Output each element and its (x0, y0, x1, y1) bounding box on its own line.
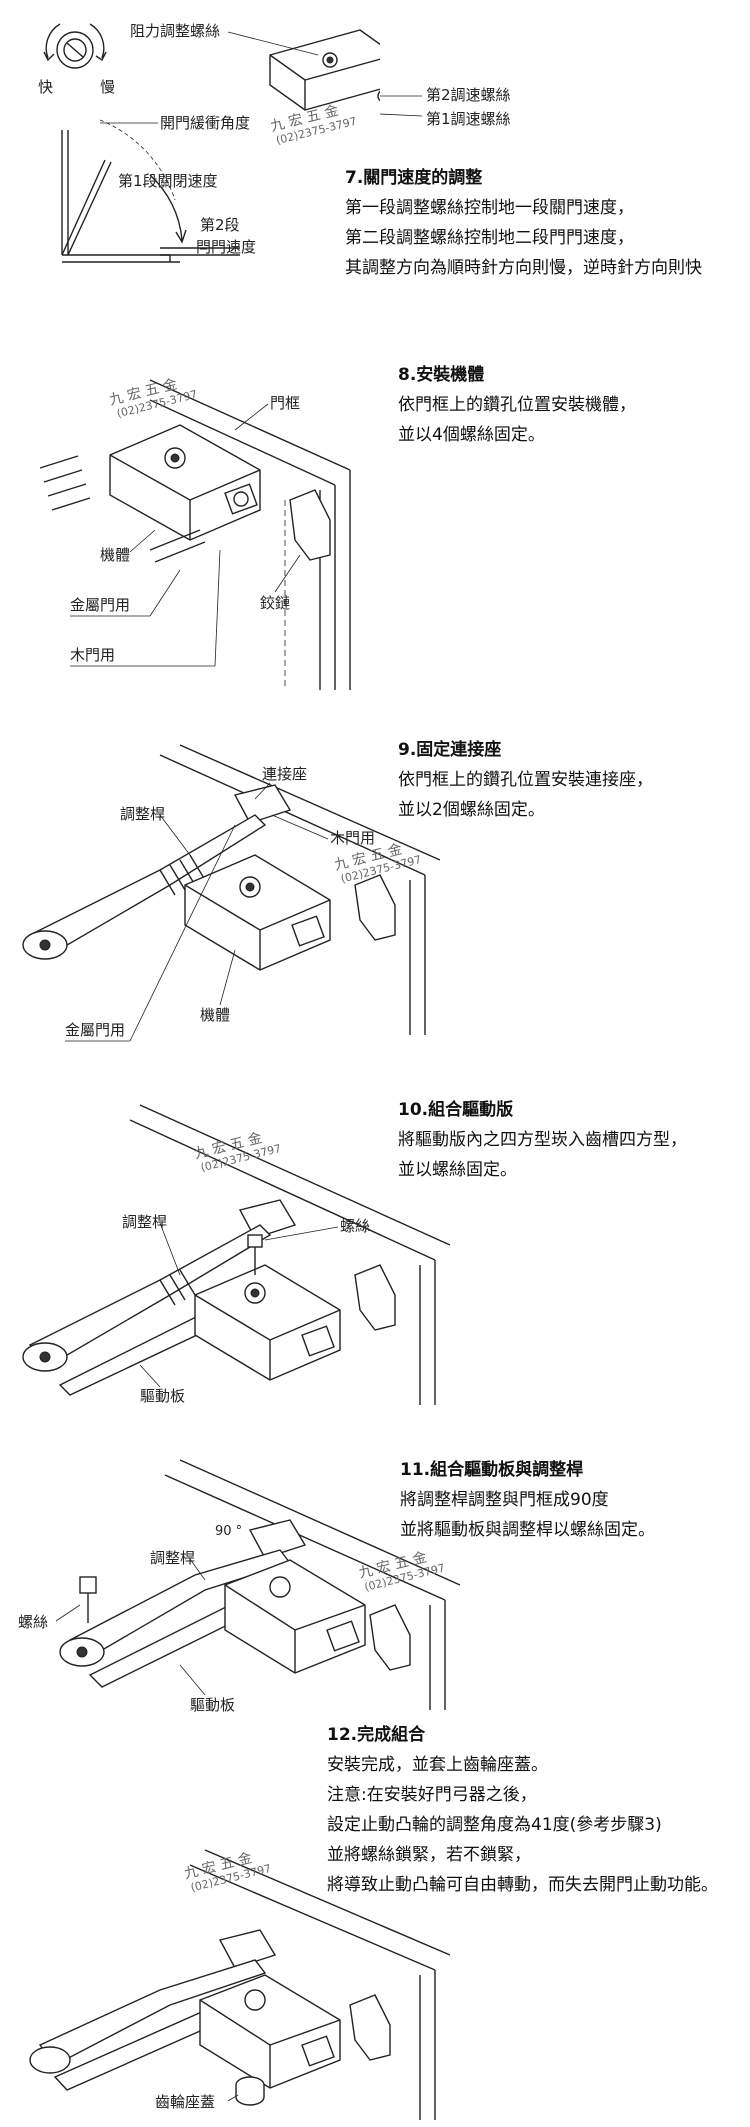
hinge-drawing (369, 1604, 411, 1671)
watermark: 九 宏 五 金 (02)2375-3797 (357, 1549, 446, 1593)
angle-label: 90 ° (215, 1524, 242, 1539)
closer-body-drawing (109, 424, 261, 541)
hinge-drawing (354, 1264, 396, 1331)
screw-label: 螺絲 (18, 1613, 48, 1631)
step-12-text: 12.完成組合 安裝完成，並套上齒輪座蓋。 注意:在安裝好門弓器之後， 設定止動… (327, 1720, 742, 1900)
bracket-drawing (218, 1929, 277, 1969)
hinge-drawing (289, 489, 331, 561)
step-12-line-5: 將導致止動凸輪可自由轉動，而失去開門止動功能。 (327, 1875, 718, 1895)
step-9-text: 9.固定連接座 依門框上的鑽孔位置安裝連接座， 並以2個螺絲固定。 (398, 735, 728, 825)
step-7-line-1: 第一段調整螺絲控制地一段關門速度， (345, 198, 634, 218)
drive-plate-label: 驅動板 (140, 1387, 185, 1405)
buffer-angle-label: 開門緩衝角度 (160, 114, 250, 132)
step-10-line-2: 並以螺絲固定。 (398, 1160, 517, 1180)
stage1-speed-label: 第1段關閉速度 (118, 172, 218, 190)
step-12-line-1: 安裝完成，並套上齒輪座蓋。 (327, 1755, 548, 1775)
step-10-title: 10.組合驅動版 (398, 1100, 514, 1120)
step-9-line-1: 依門框上的鑽孔位置安裝連接座， (398, 770, 653, 790)
step-10-illustration: 調整桿 螺絲 驅動板 九 宏 五 金 (02)2375-3797 (10, 1095, 450, 1415)
step-10-text: 10.組合驅動版 將驅動版內之四方型崁入齒槽四方型， 並以螺絲固定。 (398, 1095, 738, 1185)
door-closer-body-drawing (269, 29, 380, 111)
door-frame-label: 門框 (270, 394, 300, 412)
closer-body-drawing (199, 1974, 341, 2089)
drive-plate-label: 驅動板 (190, 1696, 235, 1714)
step-7-line-3: 其調整方向為順時針方向則慢，逆時針方向則快 (345, 258, 702, 278)
step-9-illustration: 連接座 調整桿 木門用 金屬門用 機體 九 宏 五 金 (02)2375-379… (10, 735, 440, 1045)
adjust-rod-label: 調整桿 (120, 805, 165, 823)
stage2-label-a: 第2段 (200, 216, 240, 234)
closer-body-drawing (224, 1559, 366, 1674)
step-11-section: 90 ° 調整桿 螺絲 驅動板 九 宏 五 金 (02)2375-3797 11… (0, 1455, 750, 1715)
adjust-rod-label: 調整桿 (122, 1213, 167, 1231)
watermark: 九 宏 五 金 (02)2375-3797 (193, 1130, 283, 1174)
bracket-label: 連接座 (262, 765, 307, 783)
door-frame-drawing (149, 379, 351, 690)
fast-label: 快 (38, 78, 53, 96)
speed1-screw-text: 第1調速螺絲 (426, 110, 511, 128)
step-8-illustration: 門框 機體 金屬門用 鉸鏈 木門用 九 宏 五 金 (02)2375-3797 (30, 360, 390, 700)
body-label: 機體 (100, 546, 130, 564)
step-11-line-2: 並將驅動板與調整桿以螺絲固定。 (400, 1520, 655, 1540)
metal-door-label: 金屬門用 (70, 596, 130, 614)
step-9-section: 連接座 調整桿 木門用 金屬門用 機體 九 宏 五 金 (02)2375-379… (0, 735, 750, 1045)
adjust-dial-icon (43, 23, 107, 69)
step-8-line-2: 並以4個螺絲固定。 (398, 425, 545, 445)
door-frame-drawing (159, 744, 440, 1035)
resist-screw-label: 阻力調整螺絲 (130, 22, 220, 40)
watermark: 九 宏 五 金 (02)2375-3797 (183, 1850, 273, 1894)
step-7-line-2: 第二段調整螺絲控制地二段門門速度， (345, 228, 634, 248)
arm-drawing (22, 814, 267, 960)
screw-drawing (79, 1576, 97, 1623)
step-12-title: 12.完成組合 (327, 1725, 426, 1745)
gear-cover-label: 齒輪座蓋 (155, 2093, 215, 2111)
metal-door-label: 金屬門用 (65, 1021, 125, 1039)
step-12-line-3: 設定止動凸輪的調整角度為41度(參考步驟3) (327, 1815, 662, 1835)
step-11-illustration: 90 ° 調整桿 螺絲 驅動板 九 宏 五 金 (02)2375-3797 (10, 1455, 460, 1715)
body-label: 機體 (200, 1006, 230, 1024)
screws-drawing (39, 455, 206, 563)
step-9-title: 9.固定連接座 (398, 740, 502, 760)
hinge-drawing (354, 874, 396, 941)
watermark: 九 宏 五 金 (02)2375-3797 (108, 376, 199, 420)
slow-label: 慢 (100, 78, 115, 96)
step-12-line-4: 並將螺絲鎖緊，若不鎖緊， (327, 1845, 531, 1865)
step-7-title: 7.關門速度的調整 (345, 168, 483, 188)
step-8-line-1: 依門框上的鑽孔位置安裝機體， (398, 395, 636, 415)
step-7-screw-callouts: 第2調速螺絲 第1調速螺絲 (380, 40, 560, 130)
step-11-text: 11.組合驅動板與調整桿 將調整桿調整與門框成90度 並將驅動板與調整桿以螺絲固… (400, 1455, 740, 1545)
step-7-text: 7.關門速度的調整 第一段調整螺絲控制地一段關門速度， 第二段調整螺絲控制地二段… (345, 163, 745, 283)
bracket-drawing (248, 1519, 307, 1559)
wood-door-label: 木門用 (70, 646, 115, 664)
door-swing-diagram (61, 119, 240, 263)
step-8-section: 門框 機體 金屬門用 鉸鏈 木門用 九 宏 五 金 (02)2375-3797 … (0, 360, 750, 700)
wood-door-label: 木門用 (330, 829, 375, 847)
step-11-line-1: 將調整桿調整與門框成90度 (400, 1490, 609, 1510)
step-7-section: 快 慢 阻力調整螺絲 第2調速螺絲 (0, 0, 750, 300)
step-12-line-2: 注意:在安裝好門弓器之後， (327, 1785, 537, 1805)
step-11-title: 11.組合驅動板與調整桿 (400, 1460, 584, 1480)
step-12-section: 12.完成組合 安裝完成，並套上齒輪座蓋。 注意:在安裝好門弓器之後， 設定止動… (0, 1720, 750, 2127)
closer-body-drawing (184, 854, 331, 971)
screw-drawing (247, 1234, 263, 1275)
step-9-line-2: 並以2個螺絲固定。 (398, 800, 545, 820)
screw-label: 螺絲 (340, 1217, 370, 1235)
hinge-drawing (349, 1994, 391, 2061)
bracket-drawing (233, 784, 292, 824)
step-7-illustration: 快 慢 阻力調整螺絲 第2調速螺絲 (0, 0, 380, 295)
hinge-label: 鉸鏈 (260, 594, 290, 612)
adjust-rod-label: 調整桿 (150, 1549, 195, 1567)
step-10-line-1: 將驅動版內之四方型崁入齒槽四方型， (398, 1130, 687, 1150)
step-12-illustration: 齒輪座蓋 九 宏 五 金 (02)2375-3797 (10, 1845, 450, 2125)
step-8-title: 8.安裝機體 (398, 365, 485, 385)
stage2-label-b: 閂門速度 (196, 238, 256, 256)
step-8-text: 8.安裝機體 依門框上的鑽孔位置安裝機體， 並以4個螺絲固定。 (398, 360, 728, 450)
door-frame-drawing (164, 1459, 460, 1710)
door-frame-drawing (189, 1849, 450, 2120)
gear-cover-drawing (235, 2076, 265, 2106)
step-10-section: 調整桿 螺絲 驅動板 九 宏 五 金 (02)2375-3797 10.組合驅動… (0, 1095, 750, 1415)
door-frame-drawing (129, 1104, 450, 1405)
speed2-screw-text: 第2調速螺絲 (426, 86, 511, 104)
closer-body-drawing (194, 1264, 341, 1381)
